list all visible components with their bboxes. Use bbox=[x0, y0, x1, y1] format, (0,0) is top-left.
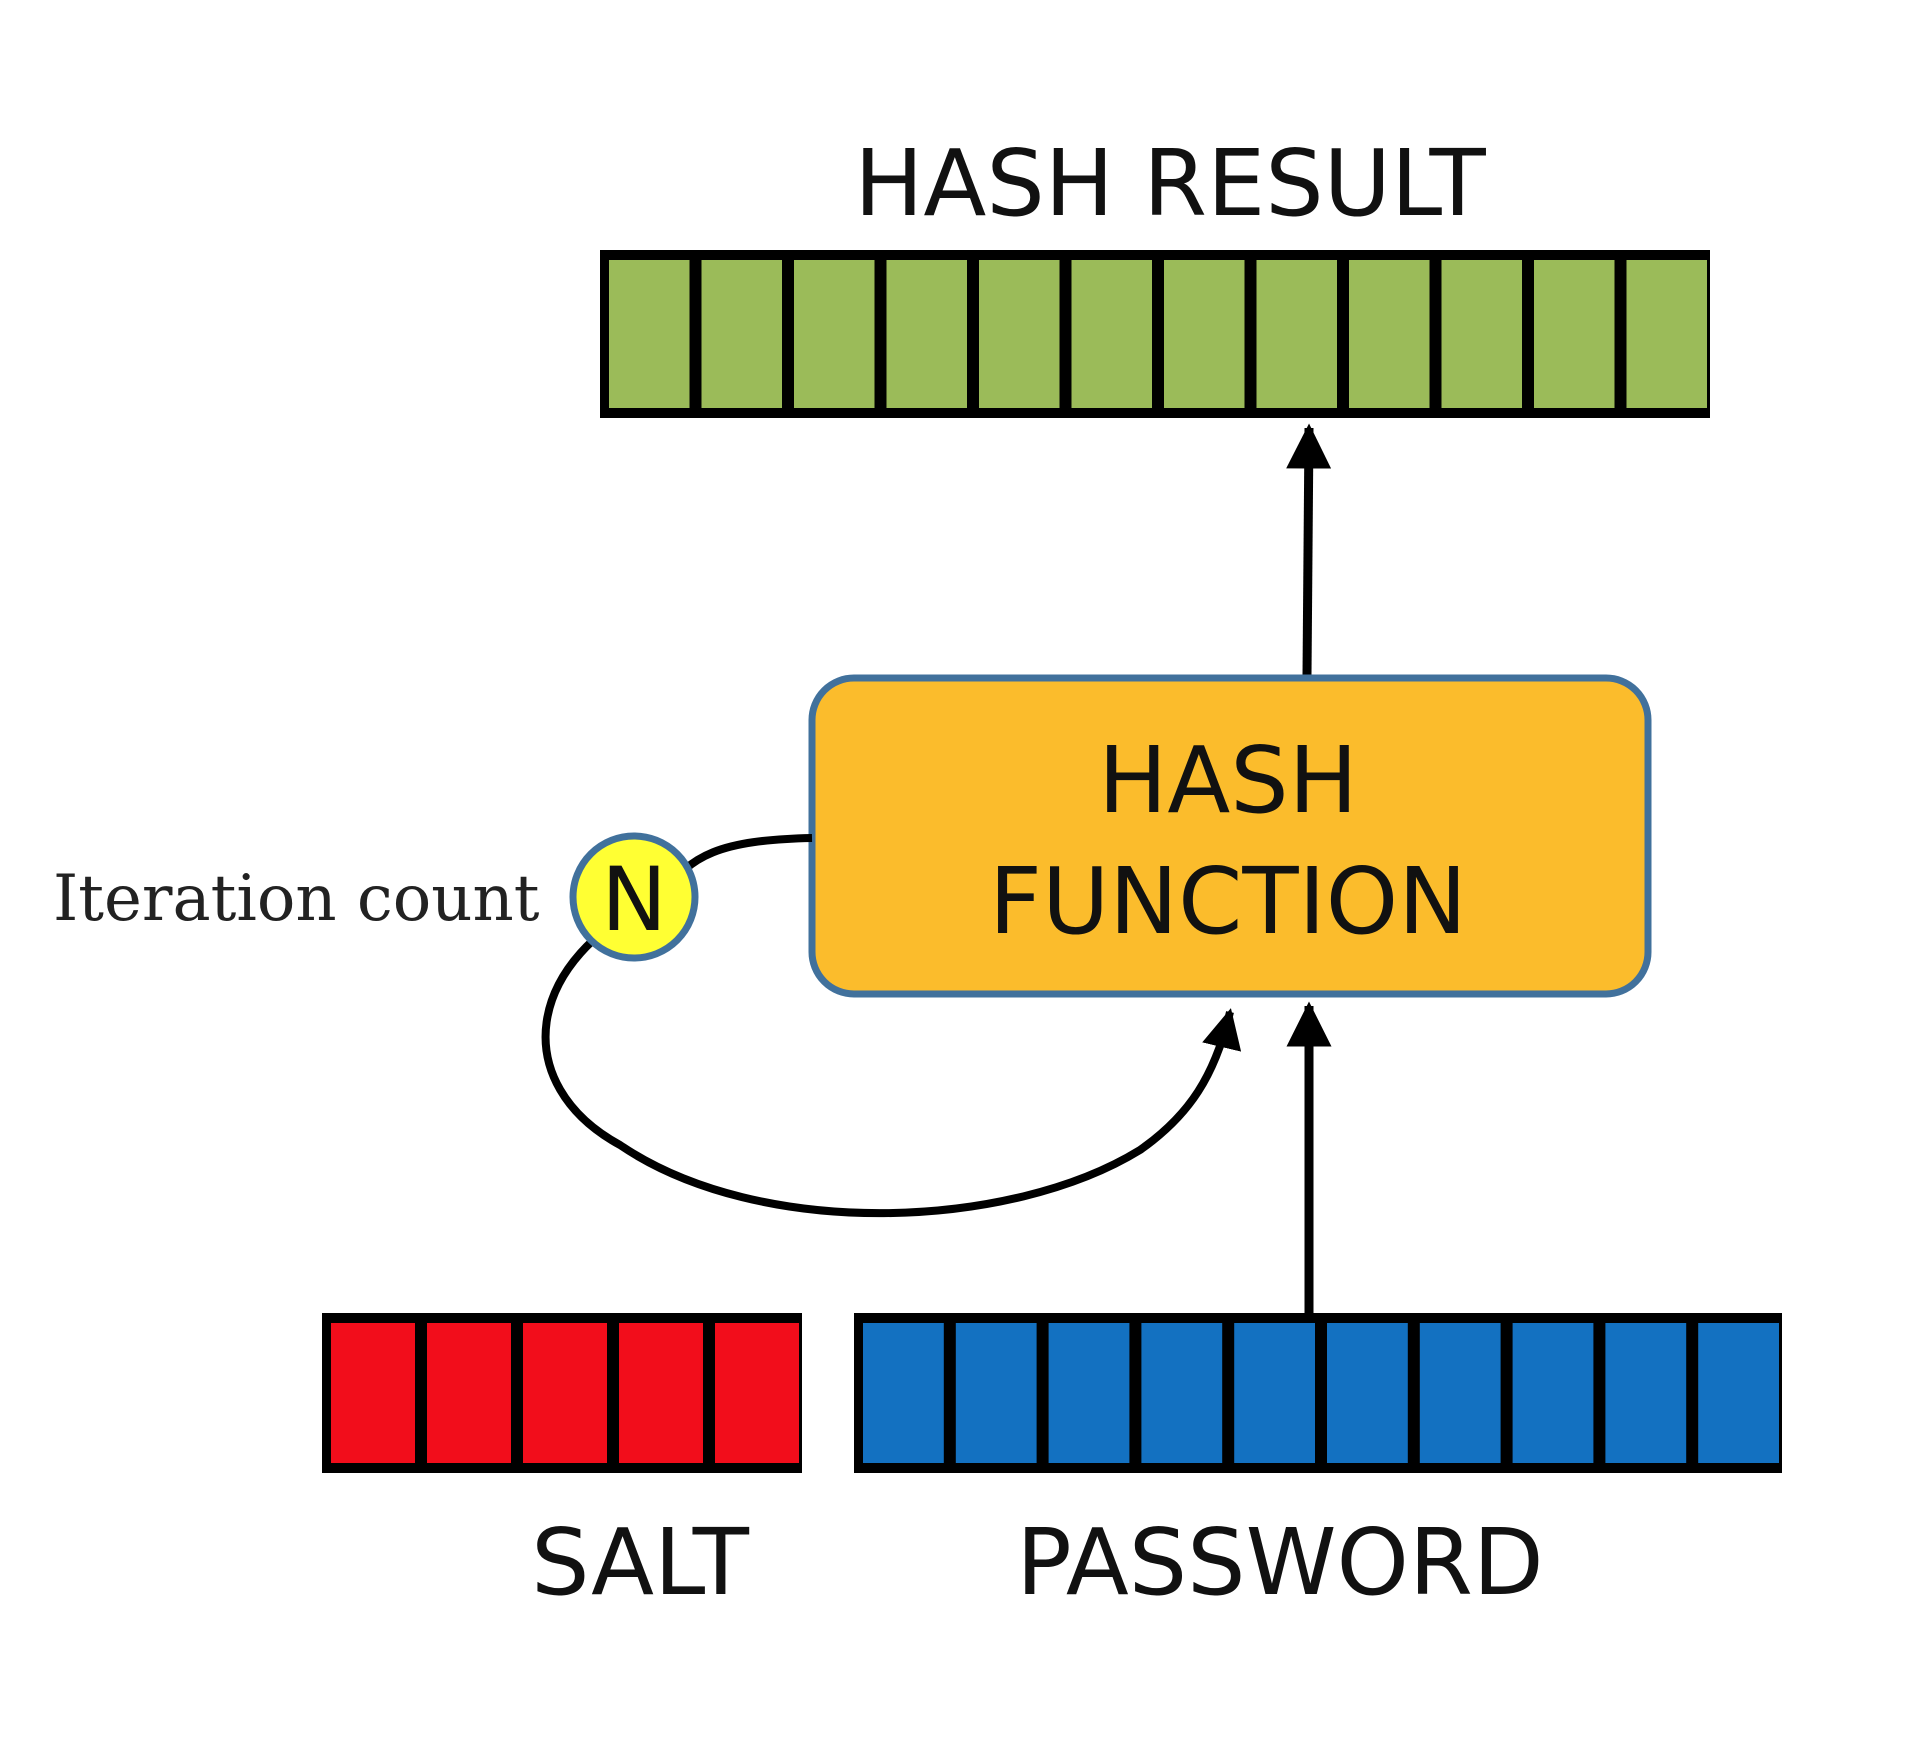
hash-result-cell bbox=[1349, 260, 1430, 408]
hash-result-cell bbox=[886, 260, 967, 408]
hash-result-cell bbox=[794, 260, 875, 408]
hash-function-label-line1: HASH bbox=[1098, 727, 1358, 834]
password-cell bbox=[1141, 1323, 1223, 1463]
salt-cell bbox=[619, 1323, 703, 1463]
hash-function-box bbox=[808, 674, 1652, 998]
hash-result-cell bbox=[1256, 260, 1337, 408]
hash-result-label: HASH RESULT bbox=[854, 130, 1486, 237]
hash-result-frame bbox=[600, 250, 1710, 418]
password-block bbox=[854, 1313, 1782, 1473]
password-cell bbox=[955, 1323, 1037, 1463]
iteration-count-n: N bbox=[601, 848, 667, 951]
iteration-count-circle bbox=[569, 832, 699, 962]
password-cell bbox=[1698, 1323, 1779, 1463]
salt-cell bbox=[523, 1323, 607, 1463]
hash-result-cell bbox=[609, 260, 690, 408]
hash-result-cell bbox=[1441, 260, 1522, 408]
password-cell bbox=[1048, 1323, 1130, 1463]
hash-function-label-line2: FUNCTION bbox=[989, 848, 1467, 955]
iteration-count-label: Iteration count bbox=[53, 862, 540, 936]
password-cell bbox=[1234, 1323, 1315, 1463]
hash-result-block bbox=[600, 250, 1710, 418]
password-cell bbox=[1327, 1323, 1408, 1463]
salt-block bbox=[322, 1313, 802, 1473]
output-arrow bbox=[1286, 423, 1332, 676]
hash-result-cell bbox=[1071, 260, 1152, 408]
password-label: PASSWORD bbox=[1016, 1509, 1543, 1616]
password-cell bbox=[1512, 1323, 1594, 1463]
hash-result-cell bbox=[1534, 260, 1615, 408]
hash-result-cell bbox=[1626, 260, 1707, 408]
password-cell bbox=[863, 1323, 944, 1463]
salt-cell bbox=[427, 1323, 511, 1463]
salt-label: SALT bbox=[531, 1509, 750, 1616]
password-cell bbox=[1419, 1323, 1501, 1463]
hash-result-cell bbox=[701, 260, 782, 408]
hash-result-cell bbox=[979, 260, 1060, 408]
salt-cell bbox=[715, 1323, 799, 1463]
password-cell bbox=[1605, 1323, 1687, 1463]
salt-cell bbox=[331, 1323, 415, 1463]
hash-result-cell bbox=[1164, 260, 1245, 408]
